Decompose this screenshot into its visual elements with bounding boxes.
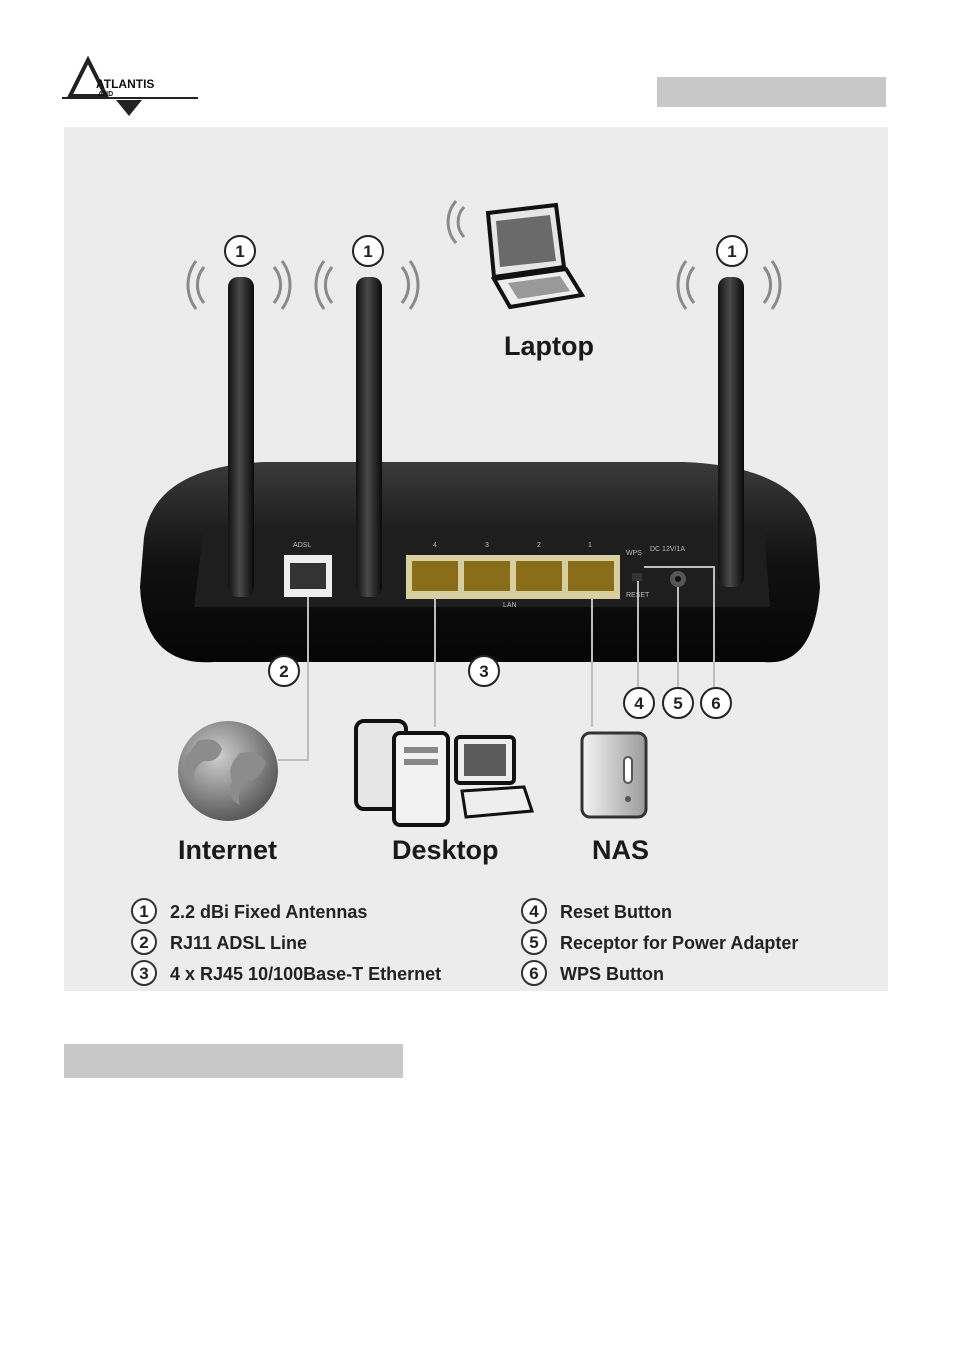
callout-1c: 1 [727, 242, 736, 261]
internet-label: Internet [178, 835, 277, 865]
lan-port-label-4: 4 [433, 542, 437, 549]
legend-text-2: RJ11 ADSL Line [170, 933, 307, 953]
nas-icon [580, 731, 648, 819]
nas-label: NAS [592, 835, 649, 865]
legend-text-1: 2.2 dBi Fixed Antennas [170, 902, 367, 922]
legend-num-5: 5 [529, 933, 538, 952]
legend-text-6: WPS Button [560, 964, 664, 984]
callout-lines [278, 566, 715, 761]
callout-6: 6 [711, 694, 720, 713]
antennas [228, 277, 744, 597]
lan-port-label-1: 1 [588, 542, 592, 549]
adsl-port-label: ADSL [293, 542, 311, 549]
callout-3: 3 [479, 662, 488, 681]
wps-label: WPS [626, 550, 642, 557]
antenna-left [228, 277, 254, 597]
callout-1a: 1 [235, 242, 244, 261]
legend-num-3: 3 [139, 964, 148, 983]
header-bar [657, 77, 886, 107]
laptop-icon [485, 202, 586, 310]
callout-1b: 1 [363, 242, 372, 261]
logo-sub-text: AND [98, 91, 113, 98]
desktop-icon [354, 719, 535, 827]
legend-text-4: Reset Button [560, 902, 672, 922]
callout-2: 2 [279, 662, 288, 681]
router-diagram: ADSL 4 3 2 1 LAN WPS RESET DC 12V/1A [64, 127, 888, 991]
globe-icon [178, 721, 278, 821]
laptop-label: Laptop [504, 331, 594, 361]
legend-text-5: Receptor for Power Adapter [560, 933, 798, 953]
atlantis-logo: ATLANTIS AND [60, 55, 200, 122]
logo-brand-text: ATLANTIS [96, 77, 154, 91]
lan-port-label-3: 3 [485, 542, 489, 549]
callout-5: 5 [673, 694, 682, 713]
desktop-label: Desktop [392, 835, 499, 865]
callout-numbers: 1 1 1 2 3 4 5 6 [224, 235, 748, 719]
lan-port-label-2: 2 [537, 542, 541, 549]
legend-num-6: 6 [529, 964, 538, 983]
legend-num-1: 1 [139, 902, 148, 921]
legend: 1 2.2 dBi Fixed Antennas 2 RJ11 ADSL Lin… [131, 898, 798, 986]
reset-button [632, 573, 642, 581]
legend-num-2: 2 [139, 933, 148, 952]
section-heading-bar [64, 1044, 403, 1078]
lan-label: LAN [503, 602, 517, 609]
logo-triangle-icon [66, 55, 110, 98]
legend-text-3: 4 x RJ45 10/100Base-T Ethernet [170, 964, 441, 984]
wifi-waves-icon [186, 200, 782, 310]
legend-num-4: 4 [529, 902, 539, 921]
antenna-middle [356, 277, 382, 597]
callout-4: 4 [634, 694, 644, 713]
antenna-right [718, 277, 744, 587]
router-body: ADSL 4 3 2 1 LAN WPS RESET DC 12V/1A [140, 462, 820, 663]
power-label: DC 12V/1A [650, 546, 685, 553]
